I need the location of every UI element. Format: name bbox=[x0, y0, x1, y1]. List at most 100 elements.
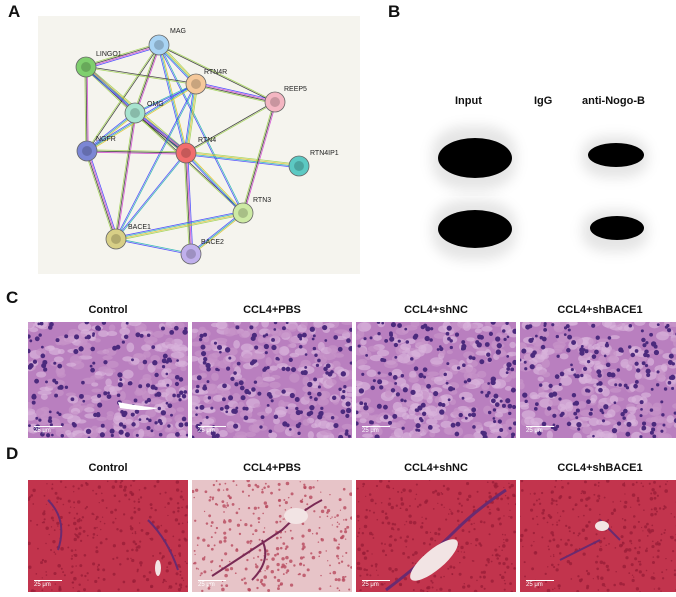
sr-image-ccl4-pbs: 25 μm bbox=[192, 480, 352, 592]
blot-strip-top bbox=[418, 118, 658, 198]
he-image-control: 25 μm bbox=[28, 322, 188, 438]
network-node-omg bbox=[124, 102, 146, 124]
network-edge bbox=[190, 212, 244, 255]
network-edge bbox=[115, 212, 243, 239]
network-edge bbox=[241, 101, 275, 213]
scale-bar-label: 25 μm bbox=[34, 582, 51, 588]
network-node-structure-icon bbox=[191, 79, 201, 89]
network-node-structure-icon bbox=[154, 40, 164, 50]
network-node-reep5 bbox=[264, 91, 286, 113]
scale-bar-label: 25 μm bbox=[362, 428, 379, 434]
network-edge bbox=[158, 45, 275, 103]
network-edge bbox=[86, 66, 89, 151]
network-node-structure-icon bbox=[130, 108, 140, 118]
network-edge bbox=[86, 46, 160, 70]
network-edge bbox=[186, 102, 276, 154]
scale-bar: 25 μm bbox=[362, 426, 390, 434]
network-edge bbox=[85, 67, 196, 85]
network-node-bace2 bbox=[180, 243, 202, 265]
network-edge bbox=[84, 68, 135, 115]
network-edge bbox=[185, 101, 275, 153]
network-node-label-rtn3: RTN3 bbox=[253, 197, 271, 204]
scale-bar-label: 25 μm bbox=[362, 582, 379, 588]
network-node-structure-icon bbox=[270, 97, 280, 107]
network-node-label-omg: OMG bbox=[147, 101, 164, 108]
network-edge bbox=[86, 151, 116, 240]
scale-bar: 25 μm bbox=[34, 580, 62, 588]
network-edge bbox=[196, 81, 276, 101]
network-nodes: MAGLINGO1RTN4RREEP5OMGRTN4NGFRRTN4IP1RTN… bbox=[75, 28, 339, 265]
panel-letter-a: A bbox=[8, 2, 21, 21]
network-edge bbox=[242, 101, 276, 214]
sr-title-ccl4-shbace1: CCL4+shBACE1 bbox=[557, 462, 643, 474]
network-node-label-rtn4r: RTN4R bbox=[204, 69, 227, 76]
network-node-structure-icon bbox=[186, 249, 196, 259]
network-edge bbox=[116, 113, 137, 240]
band-input-bottom bbox=[438, 210, 512, 248]
network-node-structure-icon bbox=[82, 146, 92, 156]
network-edge bbox=[86, 45, 160, 68]
network-edge bbox=[84, 151, 115, 240]
sr-image-control: 25 μm bbox=[28, 480, 188, 592]
network-node-label-reep5: REEP5 bbox=[284, 86, 307, 93]
network-edge bbox=[134, 83, 196, 113]
network-node-mag bbox=[148, 34, 170, 56]
network-node-structure-icon bbox=[181, 148, 191, 158]
scale-bar-label: 25 μm bbox=[34, 428, 51, 434]
network-edge bbox=[116, 153, 187, 240]
network-edge bbox=[84, 67, 87, 152]
scale-bar: 25 μm bbox=[362, 580, 390, 588]
he-image-ccl4-pbs: 25 μm bbox=[192, 322, 352, 438]
network-edge bbox=[190, 211, 243, 254]
network-edge bbox=[116, 213, 244, 240]
network-edge bbox=[185, 83, 196, 153]
network-node-label-lingo1: LINGO1 bbox=[96, 51, 122, 58]
band-nogo-bottom bbox=[590, 216, 644, 240]
scale-bar: 25 μm bbox=[526, 426, 554, 434]
network-edge bbox=[133, 44, 159, 113]
network-node-rtn4r bbox=[185, 73, 207, 95]
network-node-rtn4 bbox=[175, 142, 197, 164]
network-edge bbox=[158, 45, 243, 214]
network-edge bbox=[115, 83, 196, 239]
network-node-label-mag: MAG bbox=[170, 28, 186, 35]
network-edge bbox=[158, 44, 187, 154]
scale-bar: 25 μm bbox=[198, 426, 226, 434]
network-edge bbox=[184, 153, 243, 215]
he-image-ccl4-shbace1: 25 μm bbox=[520, 322, 676, 438]
network-edge bbox=[185, 154, 299, 169]
network-edge bbox=[134, 44, 160, 114]
blot-label-igg: IgG bbox=[534, 95, 553, 107]
network-edge bbox=[85, 44, 159, 67]
he-title-ccl4-pbs: CCL4+PBS bbox=[243, 304, 301, 316]
sr-title-ccl4-pbs: CCL4+PBS bbox=[243, 462, 301, 474]
sr-image-ccl4-shnc: 25 μm bbox=[356, 480, 516, 592]
panel-letter-c: C bbox=[6, 288, 19, 307]
network-edge bbox=[185, 152, 244, 214]
network-edge bbox=[114, 112, 135, 239]
network-node-ngfr bbox=[76, 140, 98, 162]
network-edge bbox=[183, 153, 190, 255]
network-node-structure-icon bbox=[81, 62, 91, 72]
network-edge bbox=[87, 150, 117, 239]
network-edge bbox=[115, 112, 136, 240]
network-edge bbox=[185, 153, 299, 167]
network-edge bbox=[186, 84, 197, 154]
scale-bar: 25 μm bbox=[526, 580, 554, 588]
scale-bar-label: 25 μm bbox=[198, 428, 215, 434]
network-edge bbox=[88, 150, 119, 239]
network-edge bbox=[85, 42, 159, 66]
network-edge bbox=[116, 214, 244, 242]
network-edge bbox=[87, 149, 187, 153]
sr-title-control: Control bbox=[88, 462, 128, 474]
network-node-label-ngfr: NGFR bbox=[96, 136, 116, 143]
network-edge bbox=[186, 151, 245, 213]
network-edge bbox=[135, 111, 188, 152]
network-edge bbox=[135, 45, 161, 114]
network-edge bbox=[187, 152, 194, 254]
network-edge bbox=[196, 83, 276, 102]
network-edge bbox=[115, 210, 243, 238]
network-edges bbox=[84, 42, 300, 256]
scale-bar-label: 25 μm bbox=[526, 428, 543, 434]
